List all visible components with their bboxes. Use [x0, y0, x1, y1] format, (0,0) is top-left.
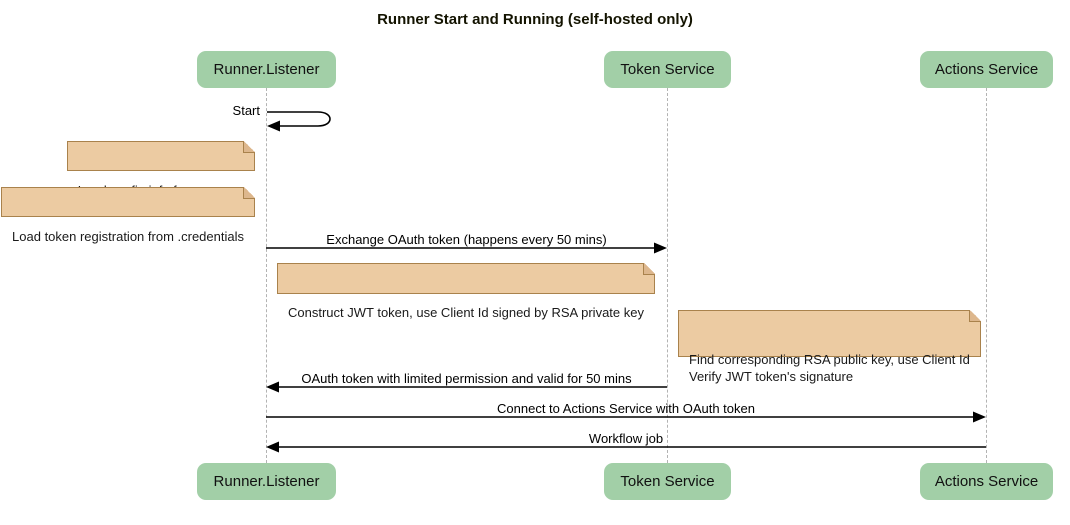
note-construct-jwt: Construct JWT token, use Client Id signe… — [277, 263, 655, 320]
participant-label: Token Service — [620, 473, 715, 490]
participant-label: Runner.Listener — [213, 61, 320, 78]
note-load-token-registration: Load token registration from .credential… — [1, 187, 255, 244]
lifeline-token-service — [667, 88, 668, 463]
note-text: Load token registration from .credential… — [12, 229, 244, 244]
participant-label: Token Service — [620, 61, 715, 78]
note-load-config: Load config info from .runner — [66, 141, 255, 198]
message-workflow-job-label: Workflow job — [588, 431, 664, 446]
participant-label: Runner.Listener — [213, 473, 320, 490]
note-find-rsa-key: Find corresponding RSA public key, use C… — [678, 310, 981, 384]
message-connect-label: Connect to Actions Service with OAuth to… — [497, 401, 755, 416]
note-fold-corner-icon — [243, 141, 255, 153]
participant-runner-listener-top: Runner.Listener — [197, 51, 336, 88]
participant-token-service-bottom: Token Service — [604, 463, 731, 500]
note-fold-corner-icon — [243, 187, 255, 199]
note-fold-corner-icon — [968, 310, 981, 322]
participant-actions-service-top: Actions Service — [920, 51, 1053, 88]
participant-label: Actions Service — [934, 473, 1039, 490]
lifeline-actions-service — [986, 88, 987, 463]
message-start-label: Start — [232, 103, 260, 118]
participant-token-service-top: Token Service — [604, 51, 731, 88]
lifeline-runner-listener — [266, 88, 267, 463]
message-exchange-oauth-label: Exchange OAuth token (happens every 50 m… — [326, 232, 607, 247]
diagram-title: Runner Start and Running (self-hosted on… — [377, 11, 693, 28]
message-oauth-return-label: OAuth token with limited permission and … — [301, 371, 632, 386]
participant-actions-service-bottom: Actions Service — [920, 463, 1053, 500]
note-text: Construct JWT token, use Client Id signe… — [288, 305, 644, 320]
participant-runner-listener-bottom: Runner.Listener — [197, 463, 336, 500]
note-fold-corner-icon — [642, 263, 655, 275]
arrowhead-left-icon — [267, 120, 280, 132]
self-message-arrow — [267, 111, 331, 132]
participant-label: Actions Service — [934, 61, 1039, 78]
note-text: Find corresponding RSA public key, use C… — [689, 352, 970, 384]
